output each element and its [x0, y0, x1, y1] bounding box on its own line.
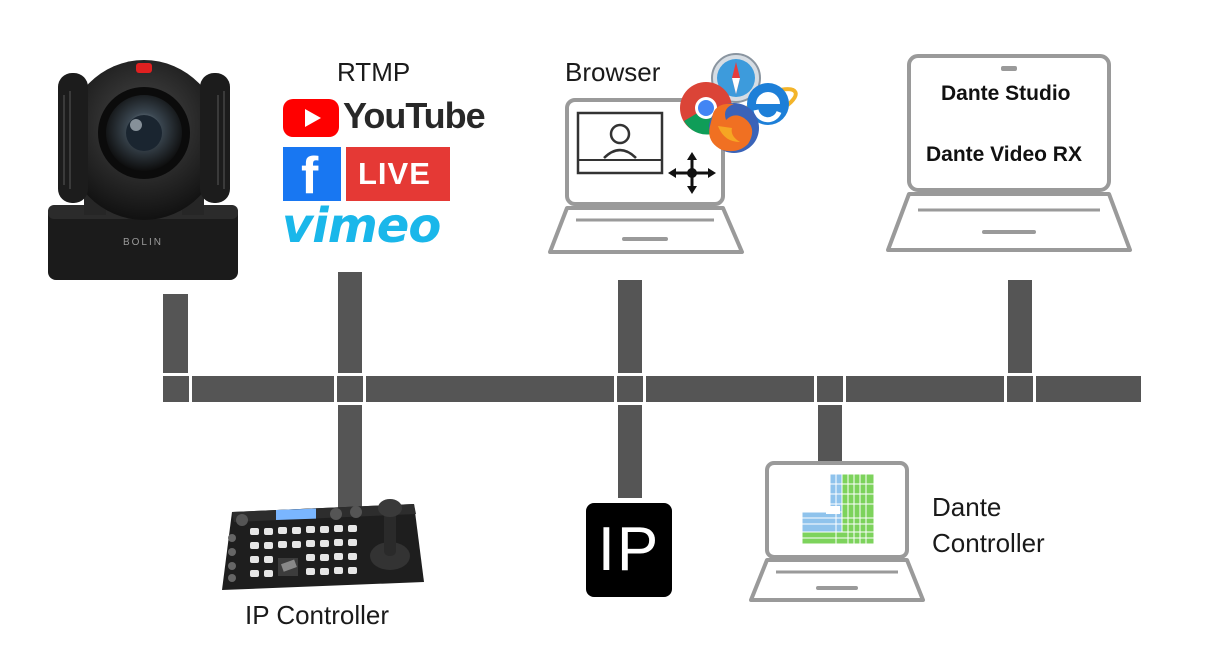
ip-badge-text: IP: [597, 515, 661, 584]
dante-studio-laptop-icon: [886, 54, 1132, 252]
dante-studio-label: Dante Studio: [941, 82, 1071, 105]
firefox-icon: [709, 103, 759, 153]
rtmp-label: RTMP: [337, 57, 411, 87]
youtube-logo: YouTube: [283, 95, 486, 139]
camera-brand-label: BOLIN: [123, 237, 163, 248]
junction-camera: [160, 373, 192, 405]
browser-laptop-icon: [548, 98, 744, 254]
ptz-keyboard-icon: [222, 499, 424, 590]
ip-badge: [586, 503, 672, 597]
junction-dante-studio: [1004, 373, 1036, 405]
dante-video-rx-label: Dante Video RX: [926, 143, 1082, 166]
browser-label: Browser: [565, 57, 661, 87]
dante-controller-grid-icon: [802, 474, 875, 545]
facebook-f-icon: [283, 147, 341, 201]
vimeo-logo: vimeo: [282, 198, 441, 254]
move-arrows-icon: [668, 152, 716, 194]
facebook-live-logo: f LIVE: [283, 147, 453, 205]
junction-rtmp: [334, 373, 366, 405]
live-badge-text: LIVE: [358, 156, 431, 191]
junction-browser: [614, 373, 646, 405]
dante-controller-label-line1: Dante: [932, 492, 1002, 522]
facebook-f-glyph: f: [301, 147, 319, 205]
ip-controller-label: IP Controller: [245, 600, 390, 630]
youtube-play-icon: [283, 99, 339, 137]
dante-controller-label-line2: Controller: [932, 528, 1045, 558]
youtube-wordmark: YouTube: [343, 95, 486, 136]
camera-icon: BOLIN: [48, 60, 238, 280]
junction-dante-controller: [814, 373, 846, 405]
live-badge: [346, 147, 450, 201]
browser-icons: [680, 53, 798, 153]
network-bus-horizontal: [163, 376, 1141, 402]
